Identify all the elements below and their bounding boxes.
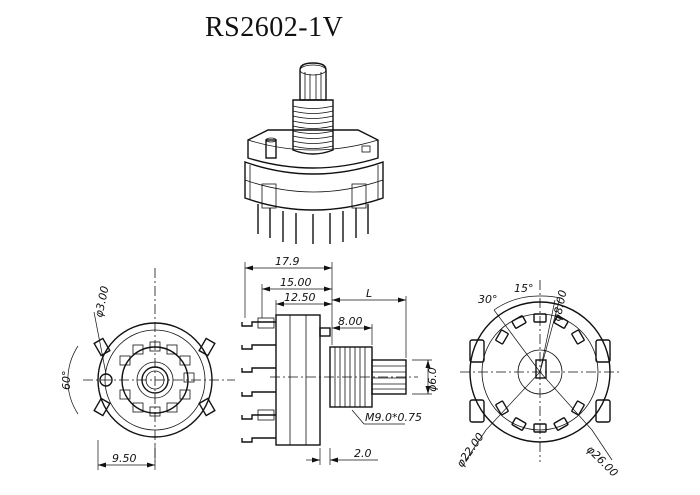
dim-angle: 60° [60,371,73,391]
dim-shaft-len: L [366,287,372,300]
dim-thread: M9.0*0.75 [365,411,422,424]
dim-hole-dia: φ3.00 [92,285,111,319]
dim-total: 17.9 [275,255,300,268]
side-view: 17.9 15.00 12.50 L 8.00 φ6.0 M9.0*0.75 2… [241,255,439,465]
dim-angle-a: 30° [478,293,498,306]
isometric-view [244,62,384,244]
dim-inner-dia: φ8.00 [550,289,569,323]
dim-shaft-tip: 8.00 [338,315,363,328]
dim-shaft-dia: φ6.0 [426,367,439,392]
dim-angle-b: 15° [514,282,534,295]
dim-offset: 9.50 [112,452,137,465]
dim-body-to-shaft: 15.00 [280,276,312,289]
dim-pin-circle: φ22.00 [454,431,487,470]
dim-flat: 2.0 [354,447,372,460]
dim-bushing: 12.50 [284,291,316,304]
page-title: RS2602-1V [205,12,344,43]
dim-outer-dia: φ26.00 [584,443,621,480]
front-view: φ3.00 60° 9.50 [60,268,235,470]
back-view: 30° 15° φ8.00 φ22.00 φ26.00 [454,280,621,480]
